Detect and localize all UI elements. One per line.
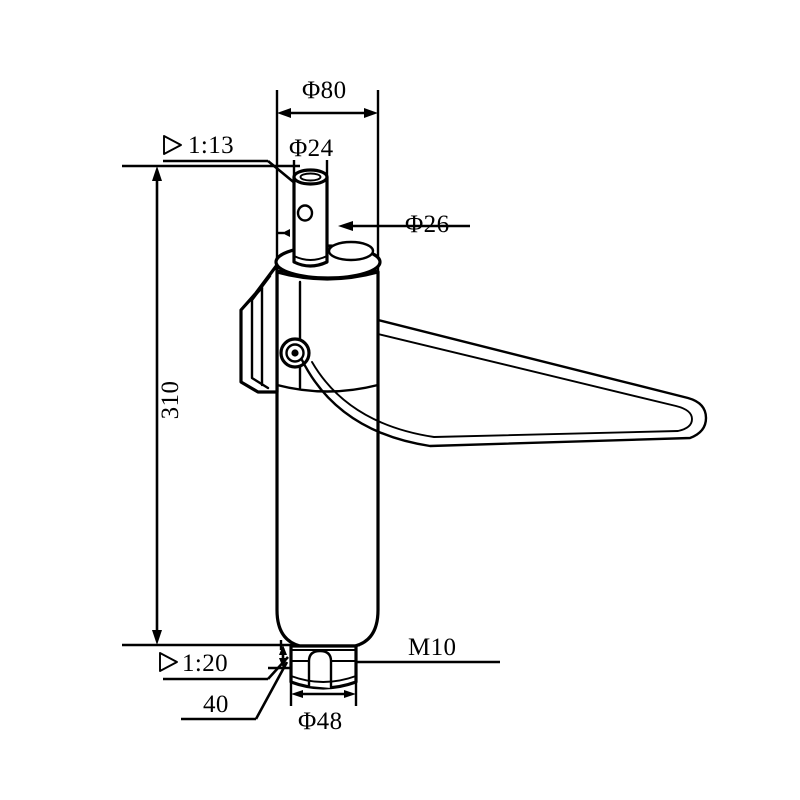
dimension-label-phi24: Φ24: [289, 135, 334, 162]
dimension-label-taper-1-13: 1:13: [188, 132, 234, 159]
mounting-bracket-outer: [239, 263, 279, 394]
dimension-label-phi48: Φ48: [298, 708, 342, 735]
arrowhead-phi26: [338, 221, 353, 231]
pivot-bolt-center: [291, 349, 299, 357]
dimension-label-taper-1-20: 1:20: [182, 650, 228, 677]
lever-handle-outline-top: [300, 318, 708, 448]
stem-bore-top: [299, 172, 322, 182]
stem-locator-tick: [282, 229, 290, 237]
arrowhead-310-top: [152, 166, 162, 181]
stem-cross-hole: [296, 204, 314, 222]
arrowhead-310-bottom: [152, 630, 162, 645]
valve-stem: [292, 175, 329, 268]
body-parting-seam: [275, 383, 380, 393]
mounting-bracket-top-bevel: [239, 286, 264, 312]
bore-opening-phi26: [327, 240, 375, 262]
hex-bottom-chamfer: [290, 675, 357, 683]
dimension-label-height-310: 310: [157, 381, 184, 420]
stem-shoulder: [293, 255, 328, 261]
taper-triangle-1-13-icon: [163, 135, 182, 155]
arrowhead-40-top: [279, 645, 287, 655]
arrowhead-phi48-left: [291, 690, 303, 698]
arrowhead-phi80-left: [277, 108, 291, 118]
arrowhead-40-bottom: [279, 658, 287, 668]
leader-slant-40: [254, 661, 289, 720]
main-cylinder-body: [275, 270, 380, 648]
dimension-label-m10: M10: [408, 634, 456, 661]
taper-triangle-1-20-icon: [159, 652, 178, 672]
thread-boss-m10: [307, 649, 333, 690]
lever-handle-outline-inner: [311, 333, 693, 438]
dimension-label-offset-40: 40: [203, 691, 229, 718]
arrowhead-phi80-right: [364, 108, 378, 118]
arrowhead-phi48-right: [344, 690, 356, 698]
dimension-label-phi26: Φ26: [405, 211, 449, 238]
dimension-label-phi80: Φ80: [302, 77, 346, 104]
